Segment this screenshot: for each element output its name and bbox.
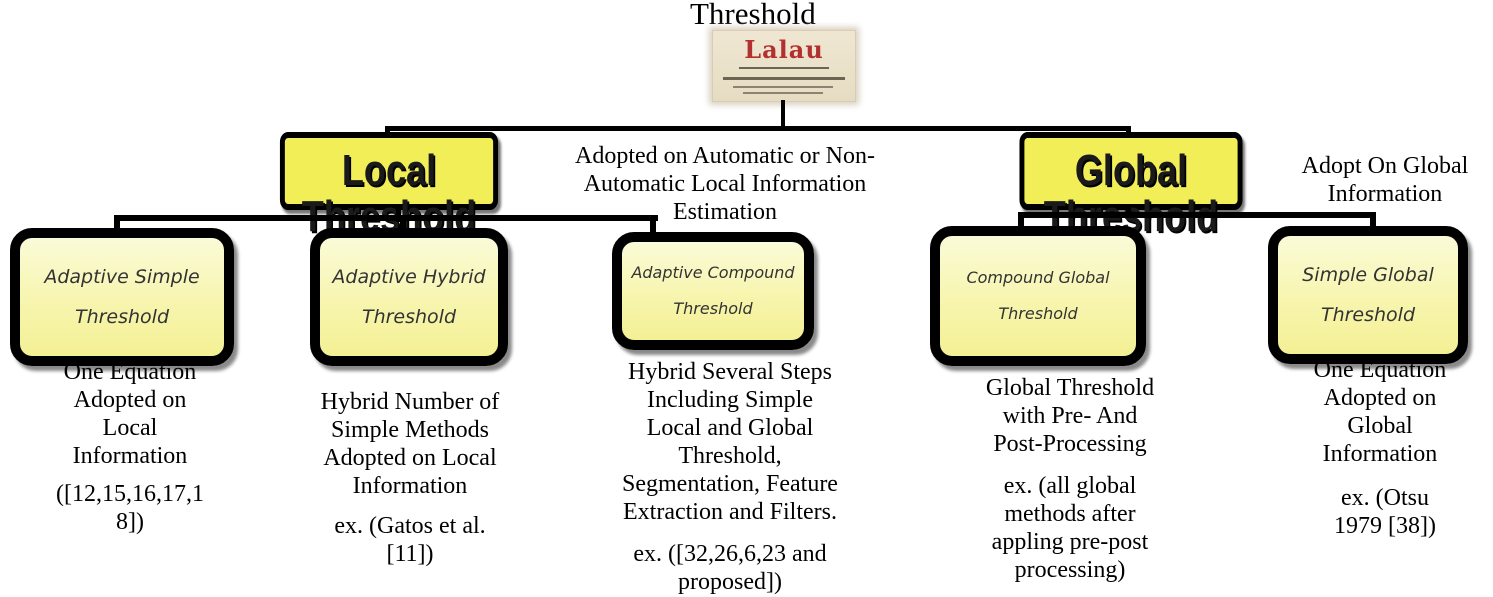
global-threshold-label: Global Threshold (1043, 146, 1219, 241)
branch-connector-horizontal (387, 126, 1129, 131)
local-threshold-label: Local Threshold (301, 146, 477, 241)
leaf5-connector (1370, 212, 1376, 228)
adaptive-hybrid-threshold-box: Adaptive Hybrid Threshold (310, 228, 508, 366)
local-leaf-horizontal (117, 215, 658, 221)
logo-text: Lalau (744, 35, 824, 64)
global-threshold-box: Global Threshold (1019, 132, 1243, 240)
simple-global-example: ex. (Otsu 1979 [38]) (1334, 485, 1436, 539)
simple-global-threshold-box: Simple Global Threshold (1268, 226, 1468, 364)
adaptive-simple-threshold-box: Adaptive Simple Threshold (10, 228, 234, 366)
adaptive-hybrid-example: ex. (Gatos et al. [11]) (334, 513, 486, 567)
root-title: Threshold (690, 0, 816, 31)
adaptive-simple-example: ([12,15,16,17,1 8]) (56, 481, 204, 535)
adaptive-compound-description: Hybrid Several Steps Including Simple Lo… (622, 359, 838, 525)
document-logo-image: Lalau (712, 30, 856, 102)
local-note: Adopted on Automatic or Non- Automatic L… (575, 143, 875, 225)
leaf2-connector (400, 215, 406, 233)
simple-global-description: One Equation Adopted on Global Informati… (1313, 357, 1447, 467)
compound-global-threshold-box: Compound Global Threshold (930, 226, 1146, 366)
compound-global-example: ex. (all global methods after appling pr… (991, 473, 1149, 583)
global-leaf-horizontal (1020, 212, 1376, 218)
adaptive-simple-description: One Equation Adopted on Local Informatio… (63, 359, 197, 469)
leaf3-connector (650, 215, 656, 233)
root-connector-vertical (781, 100, 785, 128)
global-note: Adopt On Global Information (1301, 153, 1469, 207)
leaf4-connector (1018, 212, 1024, 228)
adaptive-compound-example: ex. ([32,26,6,23 and proposed]) (633, 541, 827, 595)
leaf1-connector (114, 215, 120, 233)
adaptive-hybrid-description: Hybrid Number of Simple Methods Adopted … (320, 389, 500, 499)
compound-global-description: Global Threshold with Pre- And Post-Proc… (985, 375, 1155, 457)
local-down-connector (396, 204, 401, 222)
global-down-connector (1126, 204, 1131, 218)
local-threshold-box: Local Threshold (279, 132, 499, 240)
adaptive-compound-threshold-box: Adaptive Compound Threshold (612, 232, 814, 350)
